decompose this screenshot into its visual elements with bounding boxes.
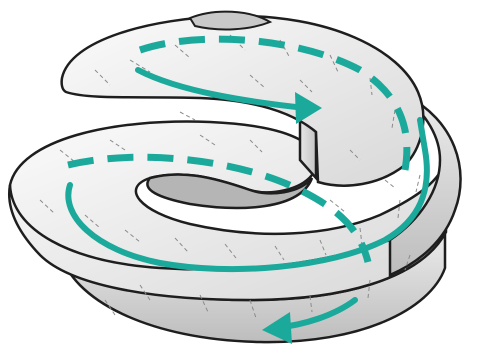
mesh-line [416,175,420,192]
mesh-line [330,200,345,212]
top-slot [190,12,270,30]
mesh-line [385,180,395,188]
mesh-line [180,112,195,120]
